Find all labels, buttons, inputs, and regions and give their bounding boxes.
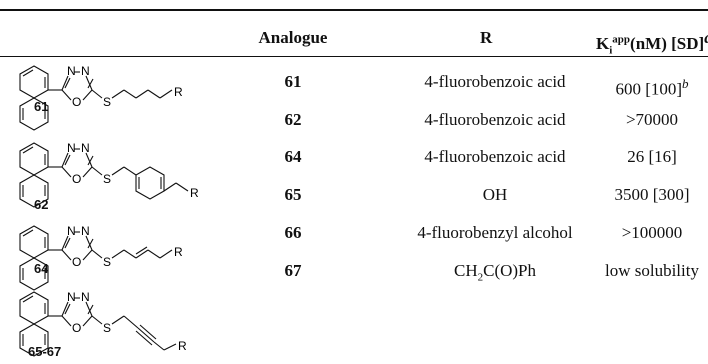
row-62-analogue: 62: [284, 110, 302, 129]
svg-text:S: S: [103, 95, 111, 109]
svg-text:O: O: [72, 95, 81, 109]
structure-label-65-67: 65-67: [28, 344, 62, 359]
svg-text:O: O: [72, 321, 81, 335]
structure-62: N N O S R: [19, 141, 199, 208]
row-62-ki: >70000: [625, 110, 679, 129]
structure-64: N N O S R: [19, 224, 183, 291]
svg-text:N: N: [67, 64, 76, 78]
row-61-ki: 600 [100]b: [615, 76, 689, 99]
row-66-ki: >100000: [621, 223, 683, 242]
header-ki: Kiapp(nM) [SD]a: [596, 28, 708, 57]
table-header-rule: [0, 56, 708, 57]
svg-text:S: S: [103, 172, 111, 186]
row-67-r: CH2C(O)Ph: [453, 261, 537, 284]
svg-text:R: R: [178, 339, 187, 353]
svg-text:R: R: [174, 85, 183, 99]
structure-label-61: 61: [34, 99, 49, 114]
row-65-ki: 3500 [300]: [614, 185, 690, 204]
row-67-ki: low solubility: [605, 261, 699, 280]
row-64-ki: 26 [16]: [627, 147, 677, 166]
svg-text:R: R: [190, 186, 199, 200]
header-r: R: [480, 28, 493, 47]
svg-text:R: R: [174, 245, 183, 259]
row-61-analogue: 61: [284, 72, 302, 91]
svg-text:S: S: [103, 321, 111, 335]
row-64-analogue: 64: [284, 147, 302, 166]
row-64-r: 4-fluorobenzoic acid: [424, 147, 566, 166]
structure-label-64: 64: [34, 261, 49, 276]
structure-61: N N O S R: [19, 64, 183, 131]
header-analogue: Analogue: [258, 28, 328, 47]
svg-text:N: N: [81, 290, 90, 304]
svg-text:S: S: [103, 255, 111, 269]
row-65-analogue: 65: [284, 185, 302, 204]
svg-text:N: N: [81, 64, 90, 78]
svg-text:N: N: [67, 290, 76, 304]
row-67-analogue: 67: [284, 261, 302, 280]
row-65-r: OH: [482, 185, 508, 204]
svg-text:O: O: [72, 255, 81, 269]
svg-text:N: N: [81, 224, 90, 238]
svg-text:N: N: [81, 141, 90, 155]
structure-65-67: N N O S R: [19, 290, 187, 357]
row-62-r: 4-fluorobenzoic acid: [424, 110, 566, 129]
svg-text:O: O: [72, 172, 81, 186]
row-66-r: 4-fluorobenzyl alcohol: [417, 223, 573, 242]
row-66-analogue: 66: [284, 223, 302, 242]
structure-label-62: 62: [34, 197, 49, 212]
table-top-rule: [0, 9, 708, 11]
row-61-r: 4-fluorobenzoic acid: [424, 72, 566, 91]
svg-text:N: N: [67, 224, 76, 238]
structure-drawings: N N O S R N N O S R: [19, 64, 199, 357]
svg-text:N: N: [67, 141, 76, 155]
